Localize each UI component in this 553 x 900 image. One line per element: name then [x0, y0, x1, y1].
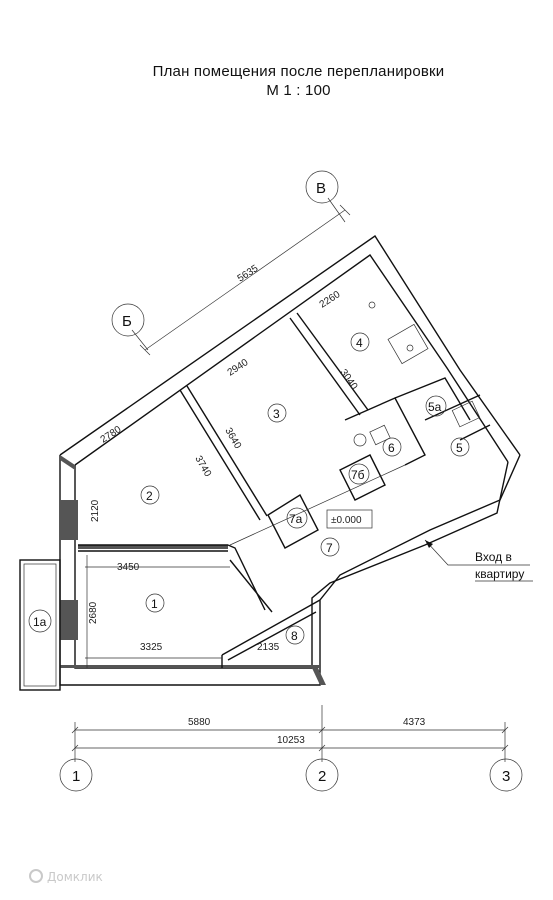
dim-room4-top: 2260 [318, 289, 343, 311]
dim-room1-bottom: 3325 [140, 642, 163, 653]
domclick-logo-icon [29, 869, 43, 883]
dim-room1-side: 2680 [88, 601, 99, 624]
entrance-label-line2: квартиру [475, 567, 524, 581]
outer-walls [59, 235, 521, 686]
room-label-7a: 7а [289, 512, 303, 526]
entrance-label-line1: Вход в [475, 550, 512, 564]
room-label-1: 1 [151, 597, 158, 611]
axis-leaders [131, 197, 346, 351]
dim-bottom-right: 4373 [403, 717, 426, 728]
room-label-5a: 5а [428, 400, 442, 414]
room-label-5: 5 [456, 441, 463, 455]
room-label-7b: 7б [351, 468, 365, 482]
room-label-1a: 1а [33, 615, 47, 629]
axis-bubble-b [111, 303, 145, 337]
axis-bubble-3 [489, 758, 523, 792]
entrance-pointer [424, 539, 530, 566]
room-label-7: 7 [326, 541, 333, 555]
dim-room2-side: 2120 [90, 499, 101, 522]
dimension-lines [71, 204, 509, 762]
axis-bubbles: В Б 1 2 3 [59, 170, 523, 792]
dim-room8-bottom: 2135 [257, 642, 280, 653]
room-label-3: 3 [273, 407, 280, 421]
dim-bottom-total: 10253 [277, 735, 305, 746]
axis-label-v: В [316, 180, 326, 197]
dim-room3-top: 2940 [226, 357, 251, 379]
watermark-text: Домклик [47, 870, 103, 884]
axis-label-3: 3 [502, 768, 510, 785]
axis-label-1: 1 [72, 768, 80, 785]
level-mark: ±0.000 [331, 515, 362, 526]
dim-bottom-left: 5880 [188, 717, 211, 728]
plan-title: План помещения после перепланировки [152, 63, 445, 80]
axis-bubble-v [305, 170, 339, 204]
toilet-icon [353, 433, 367, 447]
dim-room1-top: 3450 [117, 562, 140, 573]
balcony-1a [19, 559, 61, 691]
axis-bubble-1 [59, 758, 93, 792]
dim-room2-top: 2780 [99, 424, 124, 446]
axis-label-2: 2 [318, 768, 326, 785]
kitchen-fixtures [353, 301, 481, 447]
plan-scale: М 1 : 100 [266, 82, 331, 99]
room-label-6: 6 [388, 441, 395, 455]
interior-walls [78, 312, 491, 668]
room-labels: 1 1а 2 3 4 5 5а 6 7 7а 7б 8 [28, 332, 470, 645]
room-label-2: 2 [146, 489, 153, 503]
room-label-8: 8 [291, 629, 298, 643]
dim-room2-diag: 3740 [192, 454, 213, 479]
axis-bubble-2 [305, 758, 339, 792]
domclick-logo: Домклик [29, 869, 103, 884]
axis-label-b: Б [122, 313, 132, 330]
room-label-4: 4 [356, 336, 363, 350]
dim-wall-top: 5635 [236, 263, 261, 285]
